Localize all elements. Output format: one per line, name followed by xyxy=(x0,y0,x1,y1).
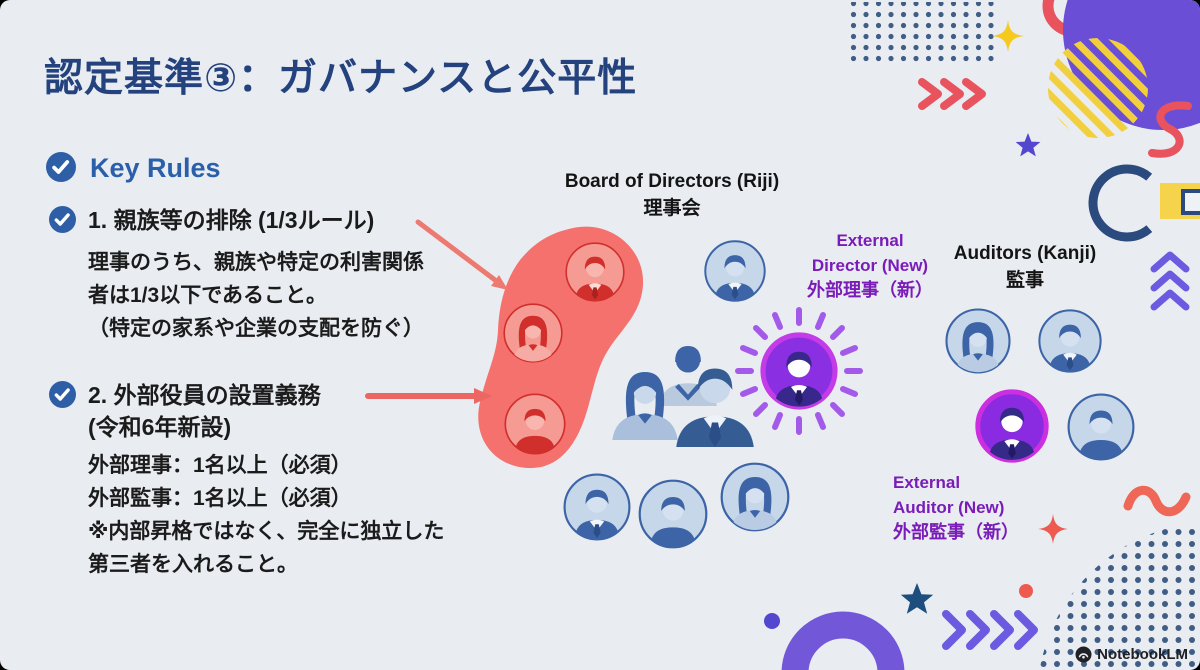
external-director-en1: External xyxy=(836,231,904,250)
avatar-excluded-director-3 xyxy=(505,394,565,454)
rule2-line1: 外部理事：1名以上（必須） xyxy=(88,454,352,477)
notebooklm-icon xyxy=(1075,646,1092,663)
board-label-en: Board of Directors (Riji) xyxy=(564,171,780,192)
dots-pattern-top xyxy=(845,2,995,66)
external-auditor-en2: Auditor (New) xyxy=(893,498,1005,517)
auditors-label-ja: 監事 xyxy=(1005,270,1044,291)
external-auditor-label: External Auditor (New) 外部監事（新） xyxy=(893,470,1073,545)
rule2-heading: 2. 外部役員の設置義務 (令和6年新設) xyxy=(88,379,321,443)
dots-pattern-bottom xyxy=(1039,522,1200,670)
rule1-line3: （特定の家系や企業の支配を防ぐ） xyxy=(88,317,424,340)
avatar-excluded-director-1 xyxy=(566,243,624,301)
purple-star-icon xyxy=(1015,133,1041,157)
highlight-rays-icon xyxy=(735,307,863,435)
avatar-external-auditor xyxy=(977,391,1047,461)
avatar-director-bottom-1 xyxy=(564,474,630,540)
avatar-external-director xyxy=(763,335,835,407)
red-dot xyxy=(1019,584,1033,598)
rule1-body: 理事のうち、親族や特定の利害関係 者は1/3以下であること。 （特定の家系や企業… xyxy=(88,246,424,345)
red-sparkle-icon xyxy=(1038,514,1068,544)
avatar-director-bottom-3 xyxy=(721,463,789,531)
decor-bottom-right xyxy=(764,485,1200,670)
rule2-body: 外部理事：1名以上（必須） 外部監事：1名以上（必須） ※内部昇格ではなく、完全… xyxy=(88,449,444,581)
red-squiggle-top xyxy=(1148,101,1192,158)
external-auditor-en1: External xyxy=(893,473,961,492)
page-title: 認定基準③：ガバナンスと公平性 xyxy=(44,57,638,100)
rule2-heading-line1: 2. 外部役員の設置義務 xyxy=(88,382,321,408)
rule2-line2: 外部監事：1名以上（必須） xyxy=(88,487,352,510)
notebooklm-label: NotebookLM xyxy=(1097,646,1188,663)
check-icon xyxy=(49,206,76,233)
rule1-line2: 者は1/3以下であること。 xyxy=(88,284,327,307)
rule2-line4: 第三者を入れること。 xyxy=(88,553,298,576)
notebooklm-brand: NotebookLM xyxy=(1075,646,1188,663)
arrow-rule2 xyxy=(365,388,492,404)
board-label-ja: 理事会 xyxy=(643,198,701,219)
rule1-line1: 理事のうち、親族や特定の利害関係 xyxy=(88,251,424,274)
board-people-group xyxy=(612,345,754,447)
avatar-auditor-3 xyxy=(1068,394,1134,460)
striped-circle xyxy=(1048,38,1148,138)
purple-right-chevrons-icon xyxy=(942,610,1038,650)
external-auditor-ja: 外部監事（新） xyxy=(893,522,1019,542)
auditors-label: Auditors (Kanji) 監事 xyxy=(940,240,1110,294)
purple-dot xyxy=(764,613,780,629)
avatar-director-bottom-2 xyxy=(639,480,707,548)
external-director-ja: 外部理事（新） xyxy=(807,280,933,300)
yellow-sparkle-icon xyxy=(992,20,1024,52)
outlined-rect xyxy=(1181,189,1200,215)
key-rules-heading: Key Rules xyxy=(90,153,221,183)
avatar-auditor-2 xyxy=(1039,310,1101,372)
avatar-auditor-1 xyxy=(946,309,1010,373)
external-director-label: External Director (New) 外部理事（新） xyxy=(790,228,950,303)
purple-donut xyxy=(781,611,905,670)
rule2-heading-line2: (令和6年新設) xyxy=(88,414,232,440)
avatar-director-top xyxy=(705,241,765,301)
rule1-heading: 1. 親族等の排除 (1/3ルール) xyxy=(88,207,375,233)
external-director-en2: Director (New) xyxy=(811,256,929,275)
avatar-excluded-director-2 xyxy=(504,304,562,362)
check-icon xyxy=(49,381,76,408)
red-chevrons-icon xyxy=(918,78,986,110)
auditors-label-en: Auditors (Kanji) xyxy=(953,243,1097,264)
rule2-line3: ※内部昇格ではなく、完全に独立した xyxy=(88,520,445,543)
blue-star-icon xyxy=(900,583,934,614)
arrow-rule1 xyxy=(415,219,508,290)
purple-up-chevrons-icon xyxy=(1150,251,1190,311)
check-icon xyxy=(46,152,76,182)
red-squiggle-bottom xyxy=(1123,485,1191,517)
board-label: Board of Directors (Riji) 理事会 xyxy=(559,168,785,222)
